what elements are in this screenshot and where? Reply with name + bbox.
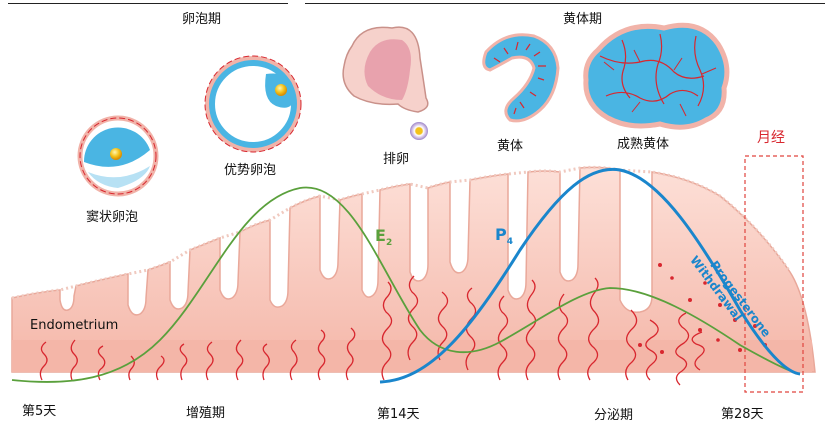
progesterone-curve	[379, 167, 801, 384]
estrogen-curve	[11, 186, 801, 383]
corpus-luteum-label: 黄体	[497, 139, 524, 154]
progesterone-label: P4	[495, 225, 513, 248]
secretory-phase-label: 分泌期	[594, 408, 634, 423]
ovulation-label: 排卵	[383, 152, 410, 167]
follicular-phase-label: 卵泡期	[182, 12, 222, 27]
mature-corpus-luteum-label: 成熟黄体	[617, 137, 670, 152]
antral-follicle-label: 窦状卵泡	[86, 210, 139, 225]
dominant-follicle-label: 优势卵泡	[224, 163, 277, 178]
endometrium-label: Endometrium	[30, 318, 119, 333]
day5-label: 第5天	[22, 404, 57, 419]
menstruation-box	[744, 155, 804, 393]
proliferative-phase-label: 增殖期	[186, 406, 226, 421]
menstruation-label: 月经	[757, 130, 785, 146]
luteal-phase-label: 黄体期	[563, 12, 603, 27]
luteal-header-line	[305, 3, 825, 4]
spiral-arteries	[39, 275, 705, 386]
estrogen-label: E2	[375, 226, 393, 249]
ovulation-icon	[342, 26, 429, 140]
corpus-luteum-icon	[482, 33, 560, 123]
day28-label: 第28天	[721, 407, 764, 422]
day14-label: 第14天	[377, 407, 420, 422]
mature-corpus-luteum-icon	[583, 22, 730, 130]
dominant-follicle-icon	[204, 55, 302, 153]
antral-follicle-icon	[77, 115, 159, 197]
follicular-header-line	[8, 3, 288, 4]
